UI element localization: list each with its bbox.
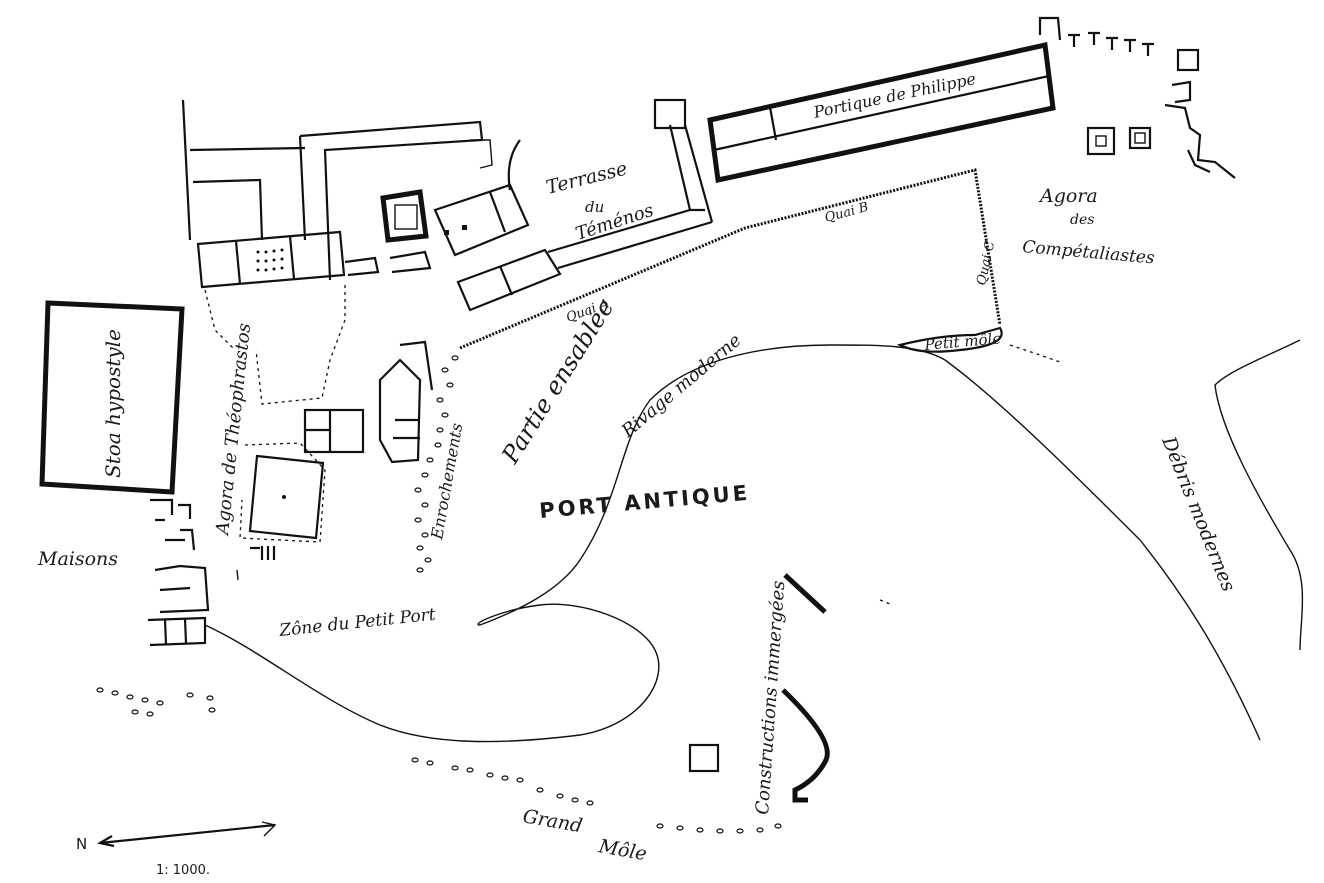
label-agora-comp-2: des (1070, 212, 1094, 228)
label-agora-comp-1: Agora (1038, 185, 1098, 207)
submerged-constructions (688, 573, 891, 803)
label-petit-mole: Petit môle (923, 329, 1002, 354)
label-constructions-immergees: Constructions immergées (752, 580, 789, 815)
northeast-ruins (1038, 16, 1236, 179)
grand-mole-dots (96, 687, 782, 834)
label-maisons: Maisons (37, 548, 118, 570)
label-scale: 1: 1000. (156, 863, 210, 878)
label-agora-de-theophrastos: Agora de Théophrastos (212, 322, 255, 537)
label-partie-ensablee: Partie ensablée (496, 294, 620, 469)
quays (459, 168, 1061, 363)
north-arrow (96, 821, 277, 848)
modern-shoreline (204, 339, 1304, 743)
label-stoa-hypostyle: Stoa hypostyle (101, 329, 125, 478)
stoa-hypostyle (39, 300, 185, 495)
western-buildings (181, 99, 484, 405)
label-rivage-moderne: Rivage moderne (617, 330, 745, 443)
label-grand: Grand (521, 805, 584, 837)
label-debris-modernes: Débris modernes (1157, 433, 1240, 595)
label-port-antique: PORT ANTIQUE (538, 481, 751, 523)
label-du: du (585, 198, 604, 216)
maisons-ruins (147, 498, 239, 647)
label-mole: Môle (596, 835, 648, 865)
enrochements-dots (414, 355, 459, 573)
temenos-terrace (380, 124, 714, 312)
label-north: N (76, 835, 87, 853)
agora-de-theophrastos (239, 340, 434, 560)
label-zone-du-petit-port: Zône du Petit Port (277, 605, 436, 641)
label-quai-c: Quai C (974, 240, 998, 287)
label-terrasse: Terrasse (544, 158, 630, 199)
label-enrochements: Enrochements (427, 422, 466, 542)
label-agora-comp-3: Compétaliastes (1022, 237, 1156, 269)
